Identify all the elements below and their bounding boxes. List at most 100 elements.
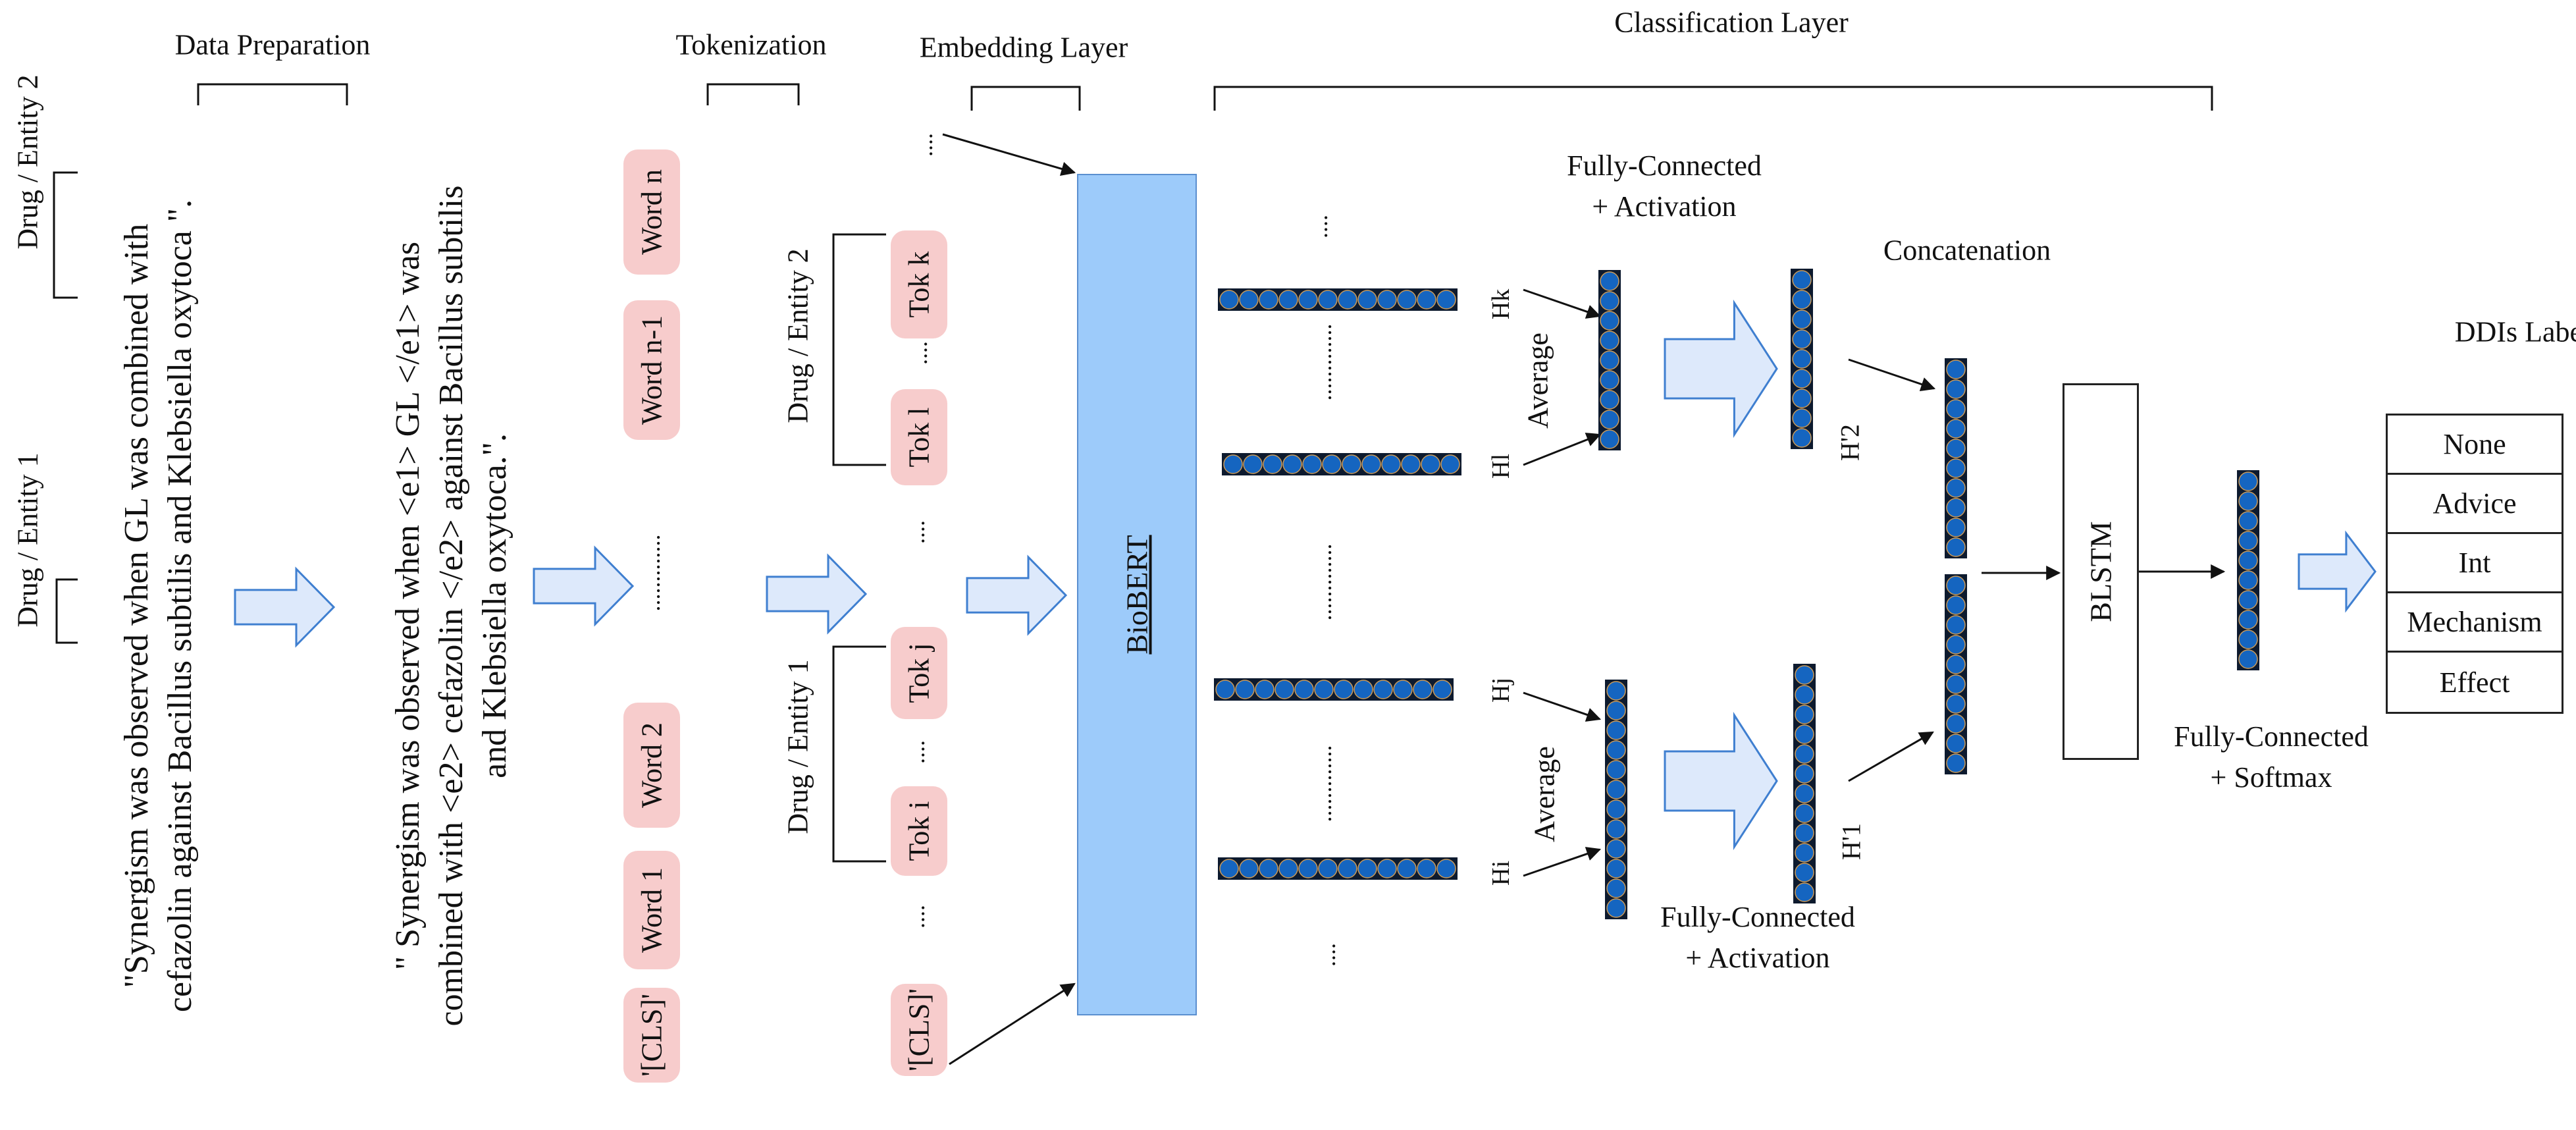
- vector-node: [1282, 454, 1302, 474]
- vector-node: [1795, 882, 1814, 902]
- token-pill: Tok k: [891, 230, 947, 338]
- vector-node: [1215, 680, 1235, 699]
- vector-node: [1606, 740, 1626, 760]
- vector-node: [1795, 744, 1814, 764]
- vector-node: [1600, 429, 1619, 449]
- vector-node: [1792, 408, 1812, 428]
- vector-node: [1377, 859, 1397, 878]
- vector-node: [1795, 803, 1814, 823]
- block-arrow-embed: [966, 554, 1068, 636]
- vector-node: [1606, 681, 1626, 701]
- hprime-label-2: H'2: [1835, 423, 1865, 462]
- marked-sentence-line2: combined with <e2> cefazolin </e2> again…: [433, 185, 470, 1027]
- vector-node: [1239, 290, 1259, 309]
- vector-node: [1606, 878, 1626, 898]
- vector-node: [1946, 694, 1966, 714]
- vector-node: [1795, 724, 1814, 744]
- vector-node: [1792, 428, 1812, 448]
- token-ellipsis: ....: [903, 740, 930, 764]
- vector-node: [1255, 680, 1275, 699]
- block-arrow-word: [533, 545, 635, 627]
- vector-node: [2238, 570, 2258, 590]
- fc-activation-bottom: Fully-Connected + Activation: [1660, 897, 1855, 979]
- fc-activation-line1: Fully-Connected: [1567, 149, 1762, 182]
- bracket-tok-entity2: [832, 233, 886, 466]
- concat-vector-top: [1945, 358, 1967, 558]
- hidden-label-hl: Hl: [1487, 454, 1515, 479]
- vector-node: [1354, 680, 1373, 699]
- word-label: Word 2: [635, 722, 668, 808]
- vector-node: [1946, 595, 1966, 615]
- vector-node: [2238, 491, 2258, 511]
- vector-node: [1298, 290, 1318, 309]
- vector-node: [1302, 454, 1322, 474]
- vector-node: [2238, 610, 2258, 630]
- vector-node: [1600, 331, 1619, 350]
- vector-node: [2238, 531, 2258, 551]
- raw-sentence: "Synergism was observed when GL was comb…: [115, 200, 202, 1012]
- vector-node: [2238, 649, 2258, 669]
- vector-node: [1259, 859, 1278, 878]
- arrow-hj-average: [1523, 691, 1602, 722]
- word-label: Word n: [635, 169, 668, 255]
- vector-node: [1417, 290, 1436, 309]
- average-vector-top: [1598, 270, 1621, 450]
- hidden-ellipsis: .............: [1310, 543, 1336, 621]
- vector-node: [1417, 859, 1436, 878]
- arrow-into-biobert-top: [942, 133, 1076, 176]
- hidden-ellipsis: .............: [1310, 745, 1336, 822]
- raw-sentence-line1: "Synergism was observed when GL was comb…: [118, 223, 155, 988]
- word-pill: Word 2: [623, 703, 680, 828]
- vector-node: [1243, 454, 1263, 474]
- vector-node: [1342, 454, 1361, 474]
- arrow-hk-average: [1523, 288, 1602, 319]
- ddi-label-mechanism: Mechanism: [2388, 593, 2562, 653]
- token-pill: Tok i: [891, 786, 947, 876]
- raw-entity2-label: Drug / Entity 2: [11, 74, 44, 250]
- token-label: Tok k: [903, 251, 935, 318]
- vector-node: [1946, 498, 1966, 518]
- vector-node: [1421, 454, 1440, 474]
- raw-entity1-label: Drug / Entity 1: [11, 452, 44, 628]
- vector-node: [1338, 859, 1357, 878]
- vector-node: [1401, 454, 1421, 474]
- vector-node: [1357, 859, 1377, 878]
- block-arrow-fc-top: [1664, 299, 1778, 439]
- hidden-vector-hj: [1214, 678, 1454, 701]
- vector-node: [1239, 859, 1259, 878]
- fc-softmax-line1: Fully-Connected: [2174, 720, 2369, 753]
- vector-node: [1792, 290, 1812, 309]
- vector-node: [1792, 270, 1812, 290]
- vector-node: [1792, 309, 1812, 329]
- vector-node: [1219, 290, 1239, 309]
- arrow-hl-average: [1523, 433, 1602, 466]
- concatenation-label: Concatenation: [1883, 234, 2051, 267]
- vector-node: [1946, 458, 1966, 478]
- token-label: Tok j: [903, 643, 935, 703]
- vector-node: [1795, 665, 1814, 685]
- vector-node: [1606, 839, 1626, 859]
- marked-sentence: " Synergism was observed when <e1> GL </…: [386, 186, 517, 1027]
- hidden-vector-hl: [1222, 453, 1461, 475]
- vector-node: [1795, 764, 1814, 784]
- vector-node: [1278, 859, 1298, 878]
- raw-sentence-line2: cefazolin against Bacillus subtilis and …: [161, 199, 199, 1013]
- word-label: Word 1: [635, 867, 668, 953]
- average-vector-bottom: [1605, 680, 1627, 919]
- output-vector: [2237, 470, 2259, 670]
- vector-node: [1606, 859, 1626, 878]
- vector-node: [1946, 379, 1966, 399]
- hidden-label-hj: Hj: [1487, 678, 1515, 703]
- fc-activation-top: Fully-Connected + Activation: [1567, 146, 1762, 227]
- vector-node: [1606, 760, 1626, 780]
- token-ellipsis: ....: [903, 905, 930, 928]
- vector-node: [1946, 478, 1966, 498]
- vector-node: [1946, 518, 1966, 537]
- word-pill: Word n-1: [623, 300, 680, 440]
- block-arrow-label: [2298, 530, 2377, 613]
- token-pill: Tok l: [891, 389, 947, 485]
- hprime-vector-1: [1793, 664, 1816, 903]
- ddi-label-none: None: [2388, 416, 2562, 475]
